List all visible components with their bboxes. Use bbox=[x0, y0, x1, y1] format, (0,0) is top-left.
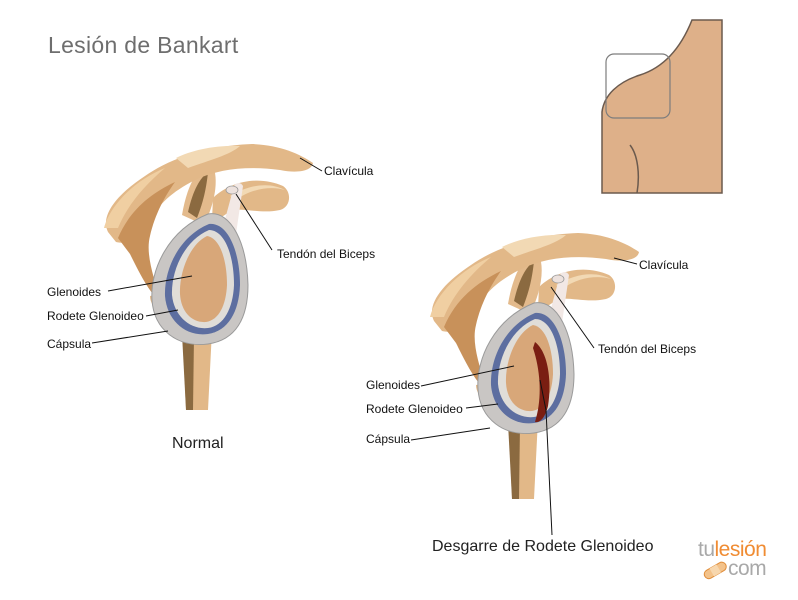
caption-normal: Normal bbox=[172, 435, 224, 452]
label-capsula-normal: Cápsula bbox=[47, 337, 92, 351]
label-glenoides-normal: Glenoides bbox=[47, 285, 102, 299]
normal-leader-lines bbox=[91, 157, 323, 344]
logo-part-com: com bbox=[728, 557, 767, 580]
injured-leader-lines bbox=[410, 257, 638, 536]
logo-part-lesion: lesión bbox=[714, 538, 767, 561]
label-glenoides-injured: Glenoides bbox=[366, 378, 421, 392]
label-clavicula-injured: Clavícula bbox=[639, 258, 689, 272]
injured-shoulder-figure bbox=[429, 232, 640, 500]
normal-shoulder-figure bbox=[103, 143, 314, 411]
label-tendon-injured: Tendón del Biceps bbox=[598, 342, 697, 356]
label-clavicula-normal: Clavícula bbox=[324, 164, 374, 178]
label-capsula-injured: Cápsula bbox=[366, 432, 411, 446]
diagram-title: Lesión de Bankart bbox=[48, 32, 239, 58]
label-rodete-normal: Rodete Glenoideo bbox=[47, 309, 144, 323]
caption-injured: Desgarre de Rodete Glenoideo bbox=[432, 538, 654, 555]
body-inset bbox=[601, 19, 723, 194]
label-tendon-normal: Tendón del Biceps bbox=[277, 247, 376, 261]
labrum-tear bbox=[533, 342, 550, 423]
bandage-icon bbox=[703, 561, 727, 580]
logo-part-tu: tu bbox=[698, 538, 715, 561]
label-rodete-injured: Rodete Glenoideo bbox=[366, 402, 463, 416]
tulesion-logo: tulesión com bbox=[694, 538, 790, 584]
